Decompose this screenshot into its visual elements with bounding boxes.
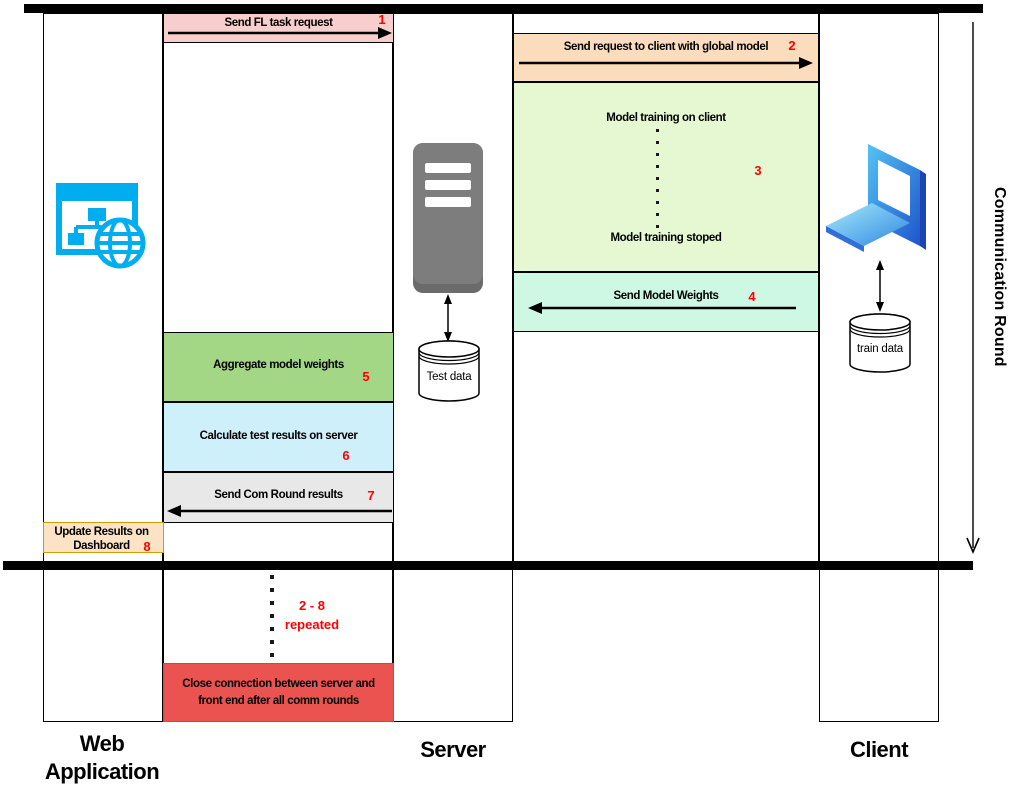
step2-arrow-icon — [519, 57, 813, 69]
step8-update-results-dashboard: Update Results on Dashboard — [43, 522, 164, 553]
step8-label: Update Results on Dashboard — [54, 526, 149, 553]
training-dotted-line — [656, 129, 659, 230]
step1-arrow-icon — [168, 27, 392, 39]
communication-round-label: Communication Round — [991, 186, 1008, 367]
client-database-link-arrow-icon — [876, 260, 884, 312]
top-divider-bar — [24, 4, 983, 13]
step3-training-start-label: Model training on client — [606, 112, 726, 124]
server-icon — [413, 143, 483, 293]
step1-number: 1 — [378, 12, 386, 27]
actor-label-client: Client — [849, 737, 909, 762]
step5-aggregate-model-weights: Aggregate model weights — [163, 332, 394, 402]
step3-training-end-label: Model training stoped — [610, 232, 722, 244]
train-data-label: train data — [857, 343, 903, 355]
close-connection-label: Close connection between server and fron… — [182, 678, 375, 707]
test-data-database-icon — [418, 340, 480, 402]
test-data-label: Test data — [426, 371, 472, 383]
step4-label: Send Model Weights — [613, 290, 719, 302]
train-data-database-icon — [849, 313, 911, 373]
loop-note-range: 2 - 8 — [298, 598, 325, 613]
step7-send-com-round-results: Send Com Round results — [163, 472, 394, 523]
loop-note-repeated: repeated — [284, 617, 340, 632]
step7-number: 7 — [367, 488, 375, 503]
step4-send-model-weights: Send Model Weights — [513, 272, 819, 332]
actor-label-web-application: Web Application — [44, 731, 160, 784]
bottom-divider-bar — [3, 561, 973, 570]
web-app-lane — [43, 13, 163, 722]
step7-label: Send Com Round results — [214, 489, 343, 501]
step6-label: Calculate test results on server — [199, 430, 358, 442]
step1-send-fl-task-request: Send FL task request — [163, 13, 394, 43]
server-database-link-arrow-icon — [444, 294, 452, 342]
step4-number: 4 — [748, 289, 756, 304]
step2-send-request-global-model: Send request to client with global model — [513, 33, 819, 82]
loop-dotted-line — [270, 575, 274, 663]
close-connection-box: Close connection between server and fron… — [163, 663, 394, 722]
step6-number: 6 — [342, 448, 350, 463]
communication-round-arrow-icon — [966, 22, 980, 554]
step6-calculate-test-results: Calculate test results on server — [163, 402, 394, 472]
step5-label: Aggregate model weights — [213, 359, 344, 371]
actor-label-server: Server — [420, 737, 486, 762]
step2-label: Send request to client with global model — [563, 41, 769, 53]
web-application-icon — [56, 183, 146, 269]
step3-model-training-block: Model training on client Model training … — [513, 82, 819, 272]
step5-number: 5 — [362, 369, 370, 384]
step7-arrow-icon — [167, 505, 392, 517]
step2-number: 2 — [788, 38, 796, 53]
loop-note: 2 - 8 repeated — [272, 596, 352, 634]
step3-number: 3 — [754, 163, 762, 178]
step1-label: Send FL task request — [224, 17, 333, 29]
step4-arrow-icon — [528, 302, 796, 314]
step8-number: 8 — [143, 539, 151, 554]
laptop-icon — [826, 144, 926, 252]
